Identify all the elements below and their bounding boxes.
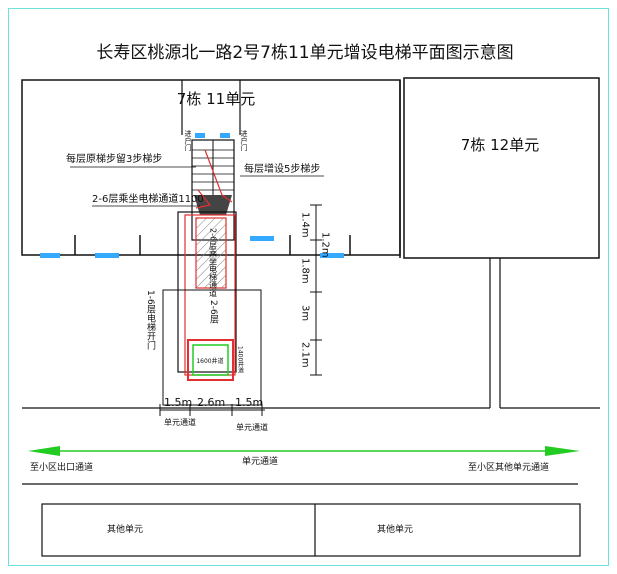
- note-stairs-add: 每层增设5步梯步: [244, 162, 320, 175]
- window: [250, 236, 274, 241]
- other-unit-left: 其他单元: [107, 523, 143, 535]
- road-right-label: 至小区其他单元通道: [468, 461, 549, 473]
- drawing-frame: [8, 8, 609, 566]
- elevator-door-label: 1-6层电梯开门: [145, 290, 156, 351]
- window: [95, 253, 119, 258]
- landing-fill: [194, 195, 232, 215]
- elevator-cab: [187, 339, 234, 381]
- dim-v4: 3m: [300, 305, 311, 321]
- unit-11-label: 7栋 11单元: [177, 90, 255, 108]
- dim-h3: 1.5m: [235, 396, 263, 409]
- arrow-left: [28, 446, 60, 456]
- window: [320, 253, 344, 258]
- unit-12-label: 7栋 12单元: [461, 136, 539, 154]
- shaft-label: 2-6层乘坐电梯通道: [209, 228, 218, 298]
- diagram-title: 长寿区桃源北一路2号7栋11单元增设电梯平面图示意图: [96, 43, 513, 63]
- dim-v5: 2.1m: [300, 342, 311, 368]
- unit-12-outline: [403, 77, 600, 259]
- vertical-dimension: [310, 204, 322, 376]
- floors-label: 2-6层: [208, 300, 219, 325]
- dim-v2: 1.2m: [320, 232, 331, 258]
- passage-left: 单元通道: [164, 417, 196, 427]
- door-label-left: 进户门: [184, 130, 192, 152]
- dim-h2: 2.6m: [197, 396, 225, 409]
- ground-pad: [162, 289, 262, 406]
- dim-v3: 1.8m: [300, 258, 311, 284]
- window: [40, 253, 60, 258]
- dim-v1: 1.4m: [300, 212, 311, 238]
- dim-h1: 1.5m: [164, 396, 192, 409]
- elevator-side-label: 1400井道: [237, 346, 244, 375]
- note-corridor: 2-6层乘坐电梯通道1100: [92, 192, 204, 205]
- elevator-car: [192, 344, 229, 376]
- passage-right: 单元通道: [236, 422, 268, 432]
- door-mark: [220, 133, 230, 138]
- other-unit-right: 其他单元: [377, 523, 413, 535]
- road-left-label: 至小区出口通道: [30, 461, 93, 473]
- corridor-hatch: [195, 217, 227, 289]
- main-passage-label: 单元通道: [242, 455, 278, 467]
- kept-steps-red: [195, 189, 212, 209]
- elevator-size-label: 1600井道: [196, 357, 223, 365]
- horizontal-dimension: [159, 404, 265, 416]
- door-label-right: 进户门: [240, 130, 248, 152]
- other-units-outline: [41, 503, 581, 557]
- note-stairs-keep: 每层原梯步留3步梯步: [66, 152, 162, 165]
- door-mark: [195, 133, 205, 138]
- stair-steps: [192, 149, 234, 191]
- added-steps-red: [204, 149, 233, 203]
- shaft-outline: [177, 211, 237, 373]
- arrow-right: [545, 446, 580, 456]
